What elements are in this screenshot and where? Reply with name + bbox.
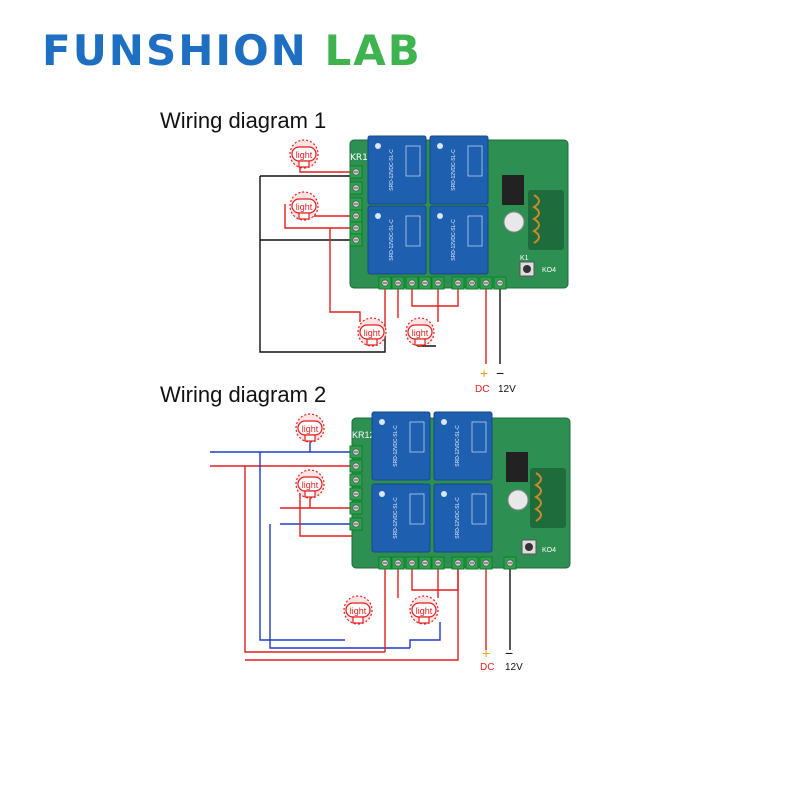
- lamp-label: light: [302, 480, 319, 490]
- diagram1-title: Wiring diagram 1: [160, 108, 327, 133]
- board-label: KR12: [352, 430, 375, 440]
- button-label: K1: [520, 255, 529, 262]
- board-corner-label: KO4: [542, 547, 556, 554]
- lamp-2-diagram1: light: [289, 191, 319, 221]
- lamp-4-diagram2: light: [409, 595, 439, 625]
- diagram2: KR12 KO4: [210, 411, 571, 673]
- lamp-label: light: [296, 150, 313, 160]
- board-label: KR12: [350, 153, 374, 163]
- brand-text-part1: FUNSHION: [42, 26, 308, 75]
- plus-sign: +: [482, 645, 490, 661]
- brand-text-part2: LAB: [324, 26, 422, 75]
- lamp-1-diagram1: light: [289, 139, 319, 169]
- lamp-2-diagram2: light: [295, 469, 325, 499]
- brand-logo: FUNSHION LAB: [42, 30, 422, 72]
- power-label-diagram2: + − DC 12V: [480, 645, 523, 673]
- minus-sign: −: [496, 365, 504, 381]
- lamp-label: light: [296, 202, 313, 212]
- plus-sign: +: [480, 365, 488, 381]
- lamp-label: light: [350, 606, 367, 616]
- lamp-4-diagram1: light: [405, 317, 435, 347]
- terminal-block-bottom-diagram1: [378, 276, 507, 290]
- lamp-label: light: [416, 606, 433, 616]
- diagram2-title: Wiring diagram 2: [160, 382, 327, 407]
- power-label-diagram1: + − DC 12V: [475, 365, 516, 395]
- lamp-label: light: [412, 328, 429, 338]
- relay-board-diagram2: KR12 KO4: [351, 411, 571, 569]
- board-corner-label: KO4: [542, 267, 556, 274]
- wires-diagram2: [210, 440, 511, 661]
- diagram1: KR12 K1 KO4: [259, 135, 569, 395]
- dc-label: DC: [480, 662, 494, 673]
- volt-label: 12V: [505, 662, 523, 673]
- relay-board-diagram1: KR12 K1 KO4: [349, 135, 569, 289]
- dc-label: DC: [475, 384, 489, 395]
- terminal-block-left-diagram1: [349, 165, 363, 247]
- lamp-3-diagram2: light: [343, 595, 373, 625]
- volt-label: 12V: [498, 384, 516, 395]
- lamp-label: light: [364, 328, 381, 338]
- lamp-3-diagram1: light: [357, 317, 387, 347]
- lamp-label: light: [302, 424, 319, 434]
- minus-sign: −: [505, 645, 513, 661]
- lamp-1-diagram2: light: [295, 413, 325, 443]
